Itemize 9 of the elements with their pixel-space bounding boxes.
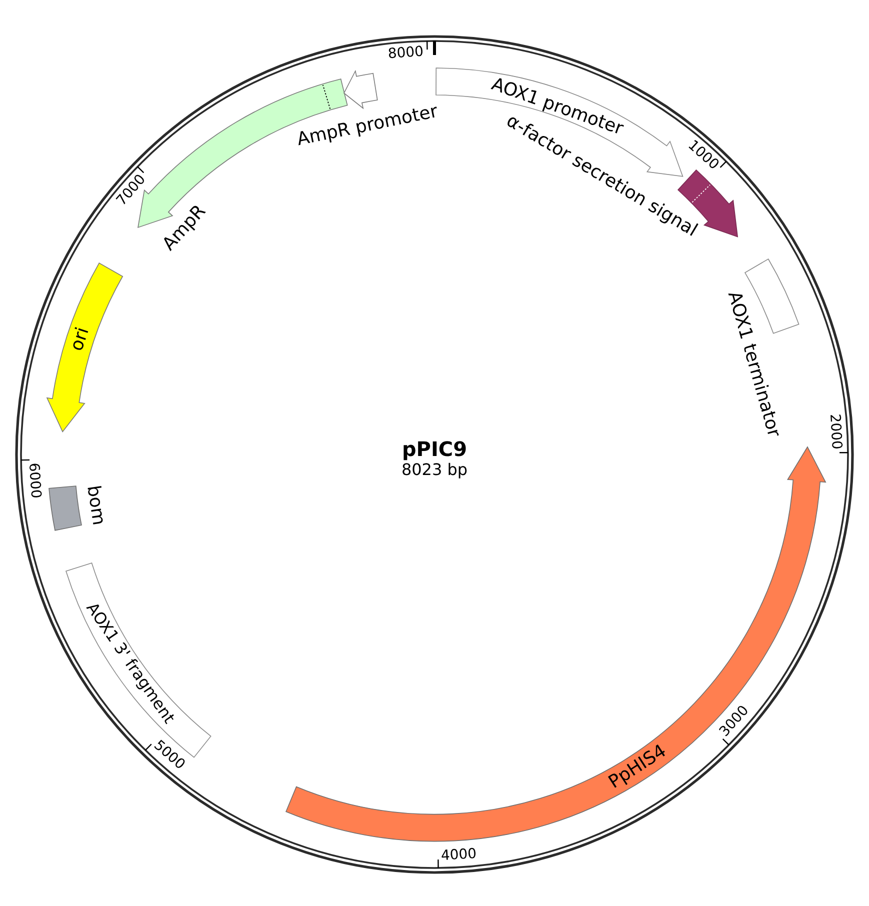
plasmid-name: pPIC9 xyxy=(402,438,467,460)
feature-label: AmpR promoter xyxy=(295,102,440,150)
feature-label: ori xyxy=(68,325,94,354)
tick-label: 2000 xyxy=(826,414,844,450)
feature-label: bom xyxy=(82,484,108,526)
plasmid-size: 8023 bp xyxy=(401,461,468,479)
tick-label: 8000 xyxy=(388,45,424,64)
tick-label: 4000 xyxy=(440,846,478,864)
tick-label: 6000 xyxy=(24,462,43,500)
